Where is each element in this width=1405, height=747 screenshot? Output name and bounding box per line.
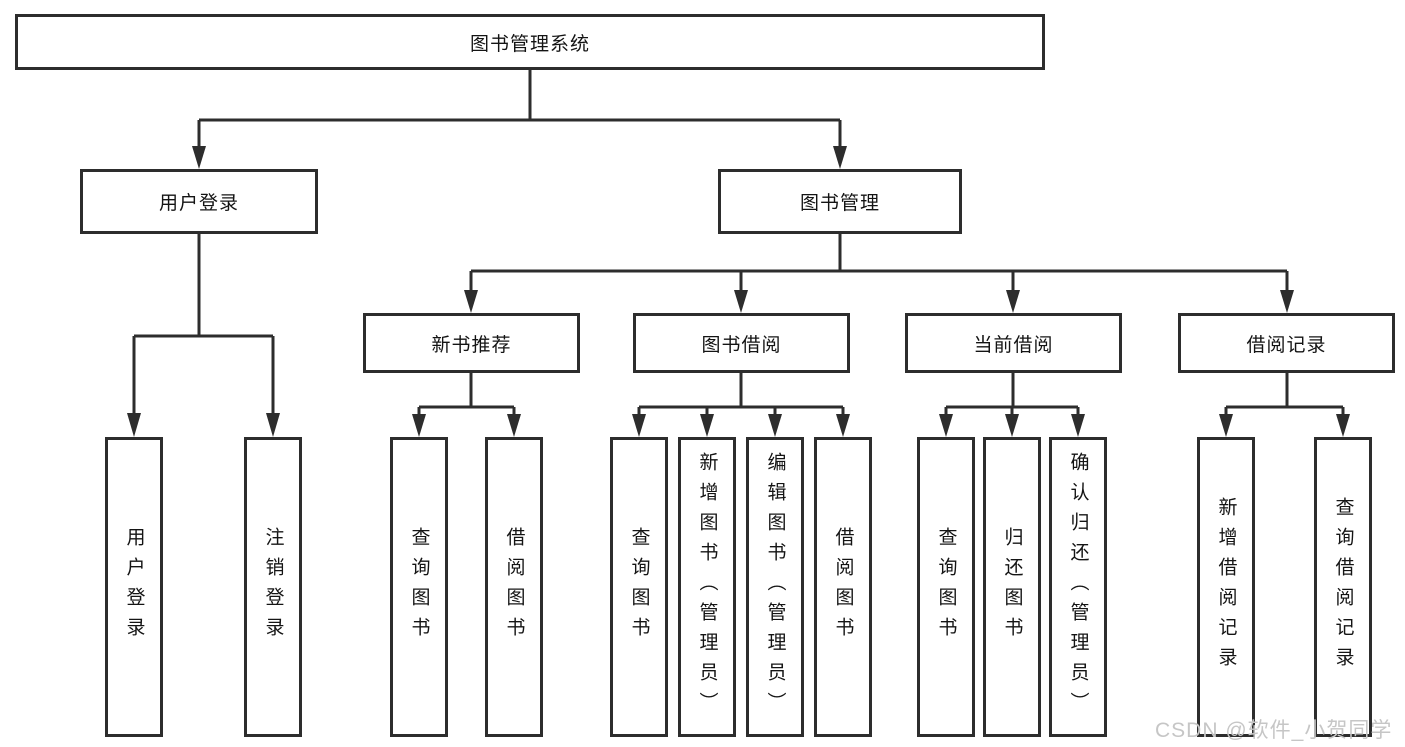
- connector-new-books-children: [412, 373, 521, 437]
- leaf-records-query-record: 查询借阅记录: [1314, 437, 1372, 737]
- leaf-borrowing-edit-books-admin: 编辑图书（管理员）: [746, 437, 804, 737]
- leaf-newbooks-query-books: 查询图书: [390, 437, 448, 737]
- leaf-current-return-books: 归还图书: [983, 437, 1041, 737]
- node-book-borrowing: 图书借阅: [633, 313, 850, 373]
- connector-book-mgmt-to-level3: [464, 234, 1294, 313]
- leaf-newbooks-borrow-books: 借阅图书: [485, 437, 543, 737]
- node-new-book-recommend: 新书推荐: [363, 313, 580, 373]
- leaf-current-confirm-return-admin: 确认归还（管理员）: [1049, 437, 1107, 737]
- node-book-management: 图书管理: [718, 169, 962, 234]
- connector-root-to-level2: [192, 70, 847, 169]
- connector-borrow-records-children: [1219, 373, 1350, 437]
- connector-current-borrow-children: [939, 373, 1085, 437]
- leaf-borrowing-add-books-admin: 新增图书（管理员）: [678, 437, 736, 737]
- leaf-borrowing-query-books: 查询图书: [610, 437, 668, 737]
- leaf-borrowing-borrow-books: 借阅图书: [814, 437, 872, 737]
- node-user-login: 用户登录: [80, 169, 318, 234]
- node-root-system: 图书管理系统: [15, 14, 1045, 70]
- connector-book-borrow-children: [632, 373, 850, 437]
- node-borrow-records: 借阅记录: [1178, 313, 1395, 373]
- connector-user-login-children: [127, 234, 280, 437]
- csdn-watermark: CSDN @软件_小贺同学: [1155, 719, 1393, 742]
- leaf-user-login: 用户登录: [105, 437, 163, 737]
- node-current-borrowing: 当前借阅: [905, 313, 1122, 373]
- leaf-records-add-record: 新增借阅记录: [1197, 437, 1255, 737]
- leaf-logout: 注销登录: [244, 437, 302, 737]
- leaf-current-query-books: 查询图书: [917, 437, 975, 737]
